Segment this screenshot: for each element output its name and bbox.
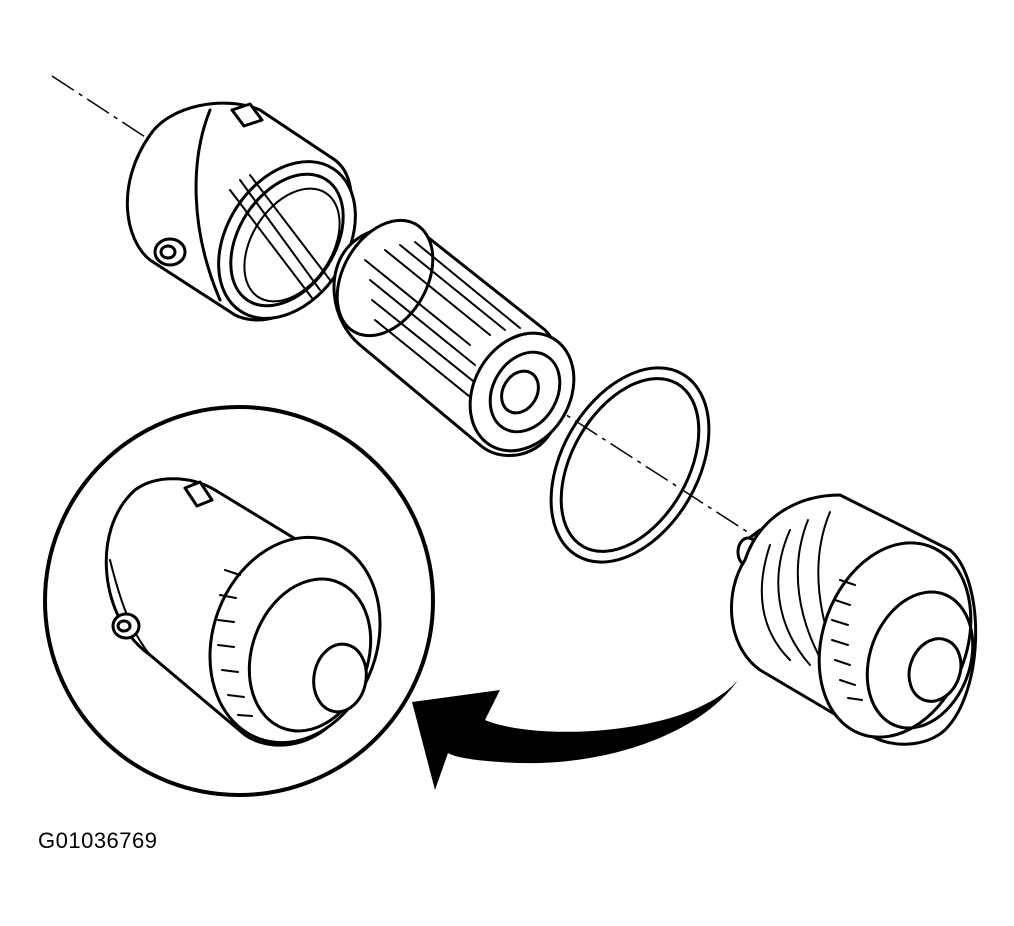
filter-housing-cap-right bbox=[730, 493, 978, 746]
direction-arrow bbox=[412, 680, 738, 790]
o-ring-seal bbox=[549, 366, 711, 564]
figure-id-label: G01036769 bbox=[38, 828, 158, 853]
filter-housing-cap-left bbox=[125, 101, 357, 322]
detail-inset bbox=[43, 405, 435, 797]
filter-element bbox=[332, 218, 576, 457]
